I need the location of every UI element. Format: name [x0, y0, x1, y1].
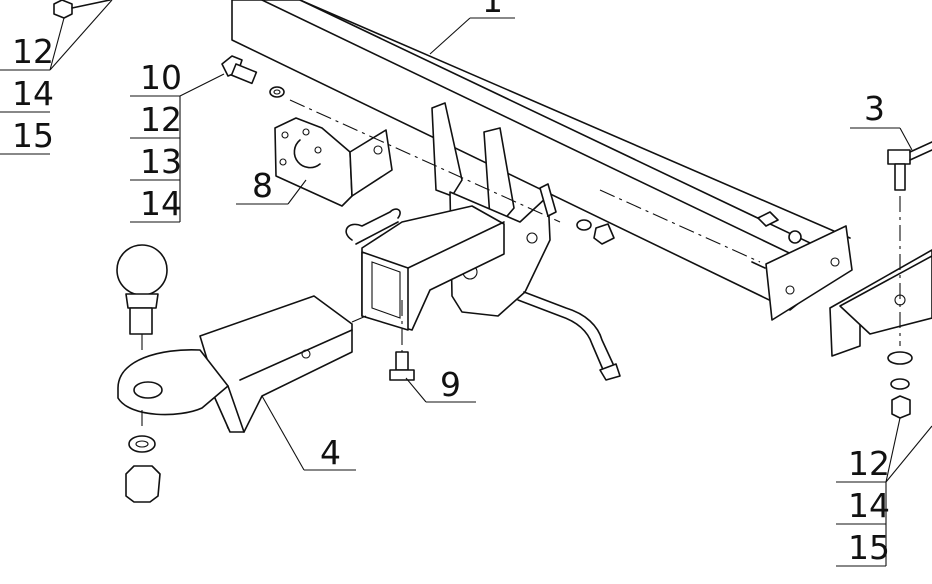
callout-pin-bolt: 9 [405, 365, 476, 404]
callout-frame: 1 [429, 0, 515, 55]
callout-drawbar: 4 [261, 395, 356, 472]
callout-15: 15 [12, 116, 54, 155]
callout-12: 12 [12, 32, 54, 71]
callout-8: 8 [252, 166, 273, 205]
callout-table-top-left: 12 14 15 [0, 0, 113, 155]
callout-9: 9 [440, 365, 461, 404]
callout-1: 1 [482, 0, 503, 20]
callout-table-bolts: 10 12 13 14 [130, 58, 225, 223]
drawbar [117, 295, 367, 433]
side-bracket-right [829, 141, 932, 419]
harness-cable [517, 291, 621, 381]
callout-4: 4 [320, 433, 341, 472]
callout-table-bottom-right: 12 14 15 [836, 417, 932, 567]
callout-10: 10 [140, 58, 182, 97]
pin-bolt [389, 300, 415, 381]
nut-top-left [53, 0, 111, 19]
callout-13: 13 [140, 142, 182, 181]
main-crossbeam [231, 0, 853, 321]
callout-14: 14 [140, 184, 182, 223]
callout-plate: 8 [236, 166, 307, 205]
ball-nut-set [125, 410, 161, 503]
tow-ball [116, 244, 168, 352]
callout-12: 12 [140, 100, 182, 139]
callout-14: 14 [12, 74, 54, 113]
callout-bracket-right: 3 [850, 89, 913, 151]
bolt-set-upper [221, 55, 615, 245]
callout-3: 3 [864, 89, 885, 128]
callout-12: 12 [848, 444, 890, 483]
callout-15: 15 [848, 528, 890, 567]
callout-14: 14 [848, 486, 890, 525]
socket-plate [274, 117, 393, 207]
